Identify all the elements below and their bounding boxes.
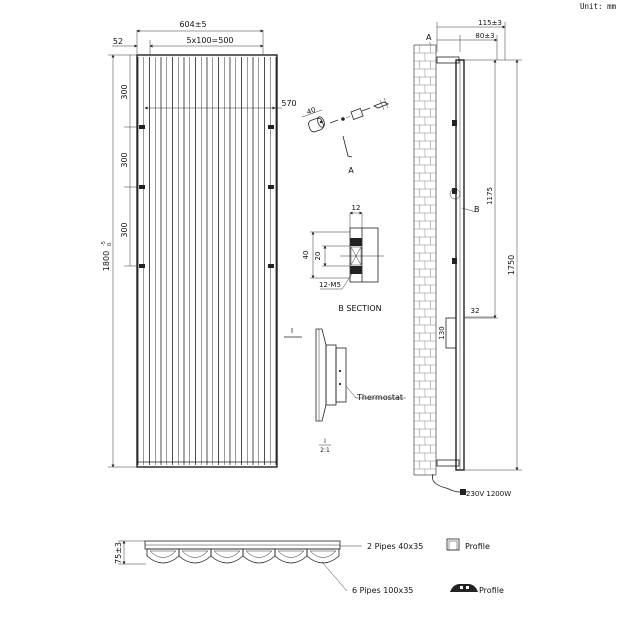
section-b-screw: 12-M5 bbox=[319, 281, 341, 289]
bracket-mark bbox=[139, 264, 145, 268]
pipes-large-label: 6 Pipes 100x35 bbox=[352, 586, 413, 595]
section-b-inner-dim: 20 bbox=[314, 252, 322, 261]
top-pipe-inner bbox=[309, 550, 337, 558]
side-thermostat-dim: 130 bbox=[438, 326, 446, 339]
top-pipe-inner bbox=[213, 550, 241, 558]
front-view: 604±5 5x100=500 52 570 1800 0 -5 bbox=[101, 20, 297, 468]
bracket-detail-label: A bbox=[348, 166, 354, 175]
side-depth-outer-dim: 115±3 bbox=[478, 19, 502, 27]
profile-label-2: Profile bbox=[479, 586, 504, 595]
section-b-width-dim: 12 bbox=[352, 204, 361, 212]
side-view: 115±3 80±3 A 130 1750 1175 bbox=[413, 19, 522, 498]
side-detail-a: A bbox=[426, 33, 432, 42]
bracket-mark bbox=[268, 264, 274, 268]
top-pipe-inner bbox=[181, 550, 209, 558]
pipes-small-label: 2 Pipes 40x35 bbox=[367, 542, 423, 551]
section-b-title: B SECTION bbox=[338, 304, 381, 313]
front-mount-span-dim: 570 bbox=[281, 99, 296, 108]
bracket-mark bbox=[139, 125, 145, 129]
scale-bottom: 2:1 bbox=[320, 447, 330, 454]
thermostat-label: Thermostat bbox=[356, 393, 403, 402]
bracket-spacing-2: 300 bbox=[120, 152, 129, 167]
bracket-dim: 40 bbox=[306, 106, 317, 117]
front-height-dim: 1800 bbox=[102, 251, 111, 271]
bracket-spacing-3: 300 bbox=[120, 222, 129, 237]
thermostat-marker: I bbox=[291, 327, 293, 335]
front-height-tolerance-sup: -5 bbox=[101, 241, 107, 246]
bracket-mark bbox=[268, 125, 274, 129]
top-pipe-profile bbox=[306, 548, 340, 564]
section-b-outer-dim: 40 bbox=[302, 251, 310, 260]
side-detail-b: B bbox=[474, 205, 480, 214]
front-offset-dim: 52 bbox=[113, 37, 123, 46]
section-b: 12 40 20 12-M5 B SECTION bbox=[302, 204, 384, 313]
front-pitch-dim: 5x100=500 bbox=[186, 36, 233, 45]
unit-label: Unit: mm bbox=[580, 2, 617, 11]
bracket-mark bbox=[268, 185, 274, 189]
top-view: 75±3 2 Pipes 40x35 Profile 6 Pipes 100x3… bbox=[114, 538, 504, 595]
top-pipe-inner bbox=[277, 550, 305, 558]
top-pipe-inner bbox=[149, 550, 177, 558]
front-width-dim: 604±5 bbox=[179, 20, 206, 29]
bracket-spacing-1: 300 bbox=[120, 84, 129, 99]
bracket-detail: 40 A bbox=[301, 97, 389, 175]
bracket-mark bbox=[139, 185, 145, 189]
side-bracket-height-dim: 1175 bbox=[486, 187, 494, 205]
side-depth-inner-dim: 80±3 bbox=[475, 32, 494, 40]
side-offset-dim: 32 bbox=[471, 307, 480, 315]
profile-label-1: Profile bbox=[465, 542, 490, 551]
top-pipe-inner bbox=[245, 550, 273, 558]
side-power-label: 230V 1200W bbox=[466, 490, 511, 498]
scale-top: I bbox=[324, 438, 326, 445]
top-depth-dim: 75±3 bbox=[114, 542, 123, 564]
front-height-tolerance: 0 bbox=[107, 243, 113, 246]
thermostat-detail: I Thermostat I 2:1 bbox=[284, 327, 406, 454]
side-height-dim: 1750 bbox=[507, 255, 516, 275]
